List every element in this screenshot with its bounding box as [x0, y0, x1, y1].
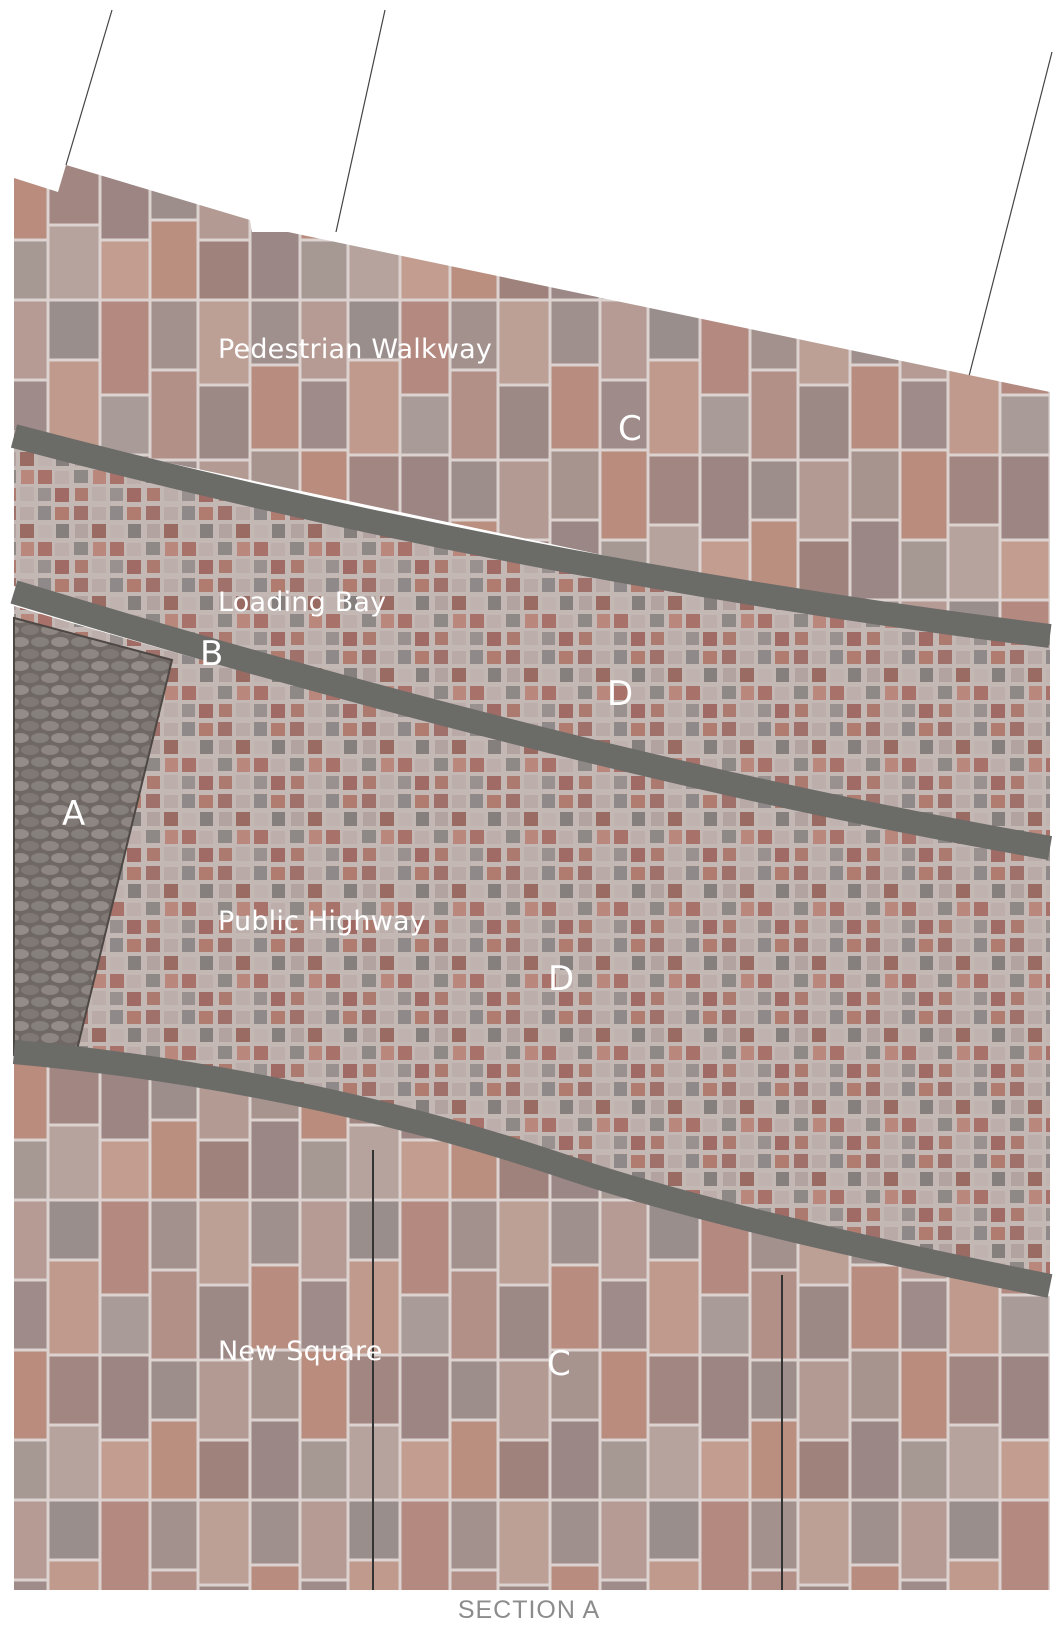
zone-label-public-highway: Public Highway [218, 906, 426, 937]
property-boundary-line [335, 9, 386, 233]
material-key-c-square: C [547, 1344, 571, 1384]
material-key-d-loading-bay: D [607, 674, 633, 714]
loading-bay-paving [14, 430, 1050, 860]
zone-label-new-square: New Square [218, 1336, 383, 1367]
pedestrian-walkway-paving [14, 165, 1050, 650]
new-square-paving [14, 1062, 1050, 1590]
kerb-loading-bay-edge [10, 580, 1053, 860]
public-highway-paving [14, 606, 1050, 1280]
material-key-c-walkway: C [618, 409, 642, 449]
kerb-walkway-edge [10, 424, 1052, 648]
material-key-d-highway: D [548, 959, 574, 999]
zone-label-pedestrian-walkway: Pedestrian Walkway [218, 334, 492, 365]
property-boundary-line [967, 51, 1053, 381]
material-key-b: B [200, 634, 223, 674]
zone-label-loading-bay: Loading Bay [218, 587, 386, 618]
section-title: SECTION A [457, 1596, 601, 1624]
property-boundary-line [65, 9, 113, 166]
kerb-new-square-edge [12, 1040, 1053, 1298]
material-key-a: A [62, 794, 85, 834]
